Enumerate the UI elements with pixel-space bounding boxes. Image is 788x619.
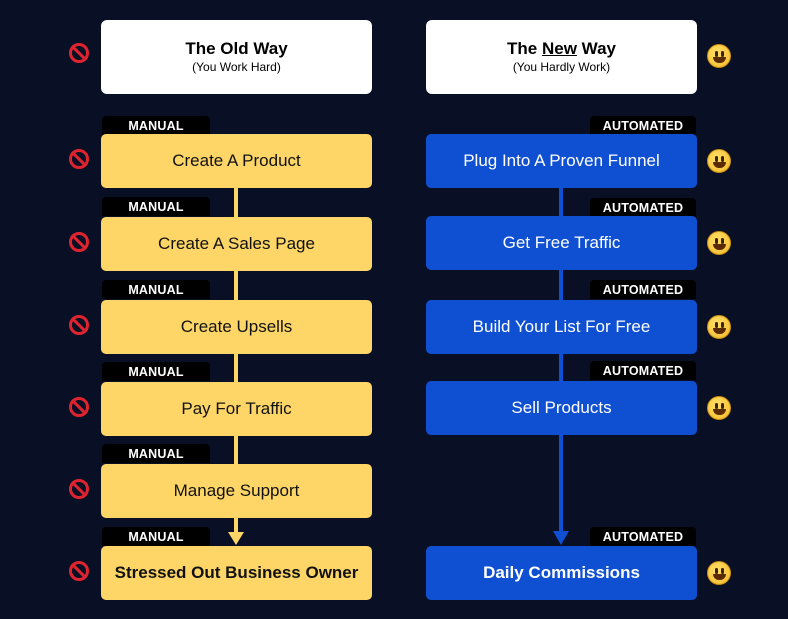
automated-tag: AUTOMATED (590, 116, 696, 135)
old-way-header: The Old Way (You Work Hard) (101, 20, 372, 94)
smiley-icon (706, 148, 732, 174)
automated-tag: AUTOMATED (590, 361, 696, 380)
new-way-arrowhead (553, 531, 569, 545)
no-entry-icon (66, 560, 92, 586)
manual-tag: MANUAL (102, 362, 210, 381)
new-step-1: Plug Into A Proven Funnel (426, 134, 697, 188)
new-step-3: Build Your List For Free (426, 300, 697, 354)
old-step-1: Create A Product (101, 134, 372, 188)
automated-tag: AUTOMATED (590, 527, 696, 546)
manual-tag: MANUAL (102, 197, 210, 216)
smiley-icon (706, 43, 732, 69)
smiley-icon (706, 314, 732, 340)
new-way-title: The New Way (507, 39, 616, 59)
manual-tag: MANUAL (102, 116, 210, 135)
no-entry-icon (66, 478, 92, 504)
automated-tag: AUTOMATED (590, 280, 696, 299)
new-way-title-suffix: Way (576, 39, 616, 58)
old-way-subtitle: (You Work Hard) (192, 60, 281, 74)
new-step-4: Sell Products (426, 381, 697, 435)
new-way-title-emphasis: New (541, 39, 577, 58)
automated-tag: AUTOMATED (590, 198, 696, 217)
new-way-title-prefix: The (507, 39, 542, 58)
no-entry-icon (66, 148, 92, 174)
manual-tag: MANUAL (102, 280, 210, 299)
old-step-4: Pay For Traffic (101, 382, 372, 436)
old-step-5: Manage Support (101, 464, 372, 518)
new-step-2: Get Free Traffic (426, 216, 697, 270)
old-step-3: Create Upsells (101, 300, 372, 354)
manual-tag: MANUAL (102, 527, 210, 546)
new-step-5: Daily Commissions (426, 546, 697, 600)
smiley-icon (706, 560, 732, 586)
new-way-subtitle: (You Hardly Work) (512, 60, 611, 74)
no-entry-icon (66, 396, 92, 422)
smiley-icon (706, 230, 732, 256)
no-entry-icon (66, 314, 92, 340)
manual-tag: MANUAL (102, 444, 210, 463)
old-step-6: Stressed Out Business Owner (101, 546, 372, 600)
smiley-icon (706, 395, 732, 421)
no-entry-icon (66, 231, 92, 257)
no-entry-icon (66, 42, 92, 68)
old-step-2: Create A Sales Page (101, 217, 372, 271)
old-way-arrowhead (228, 532, 244, 545)
old-way-title: The Old Way (185, 39, 288, 58)
new-way-header: The New Way (You Hardly Work) (426, 20, 697, 94)
